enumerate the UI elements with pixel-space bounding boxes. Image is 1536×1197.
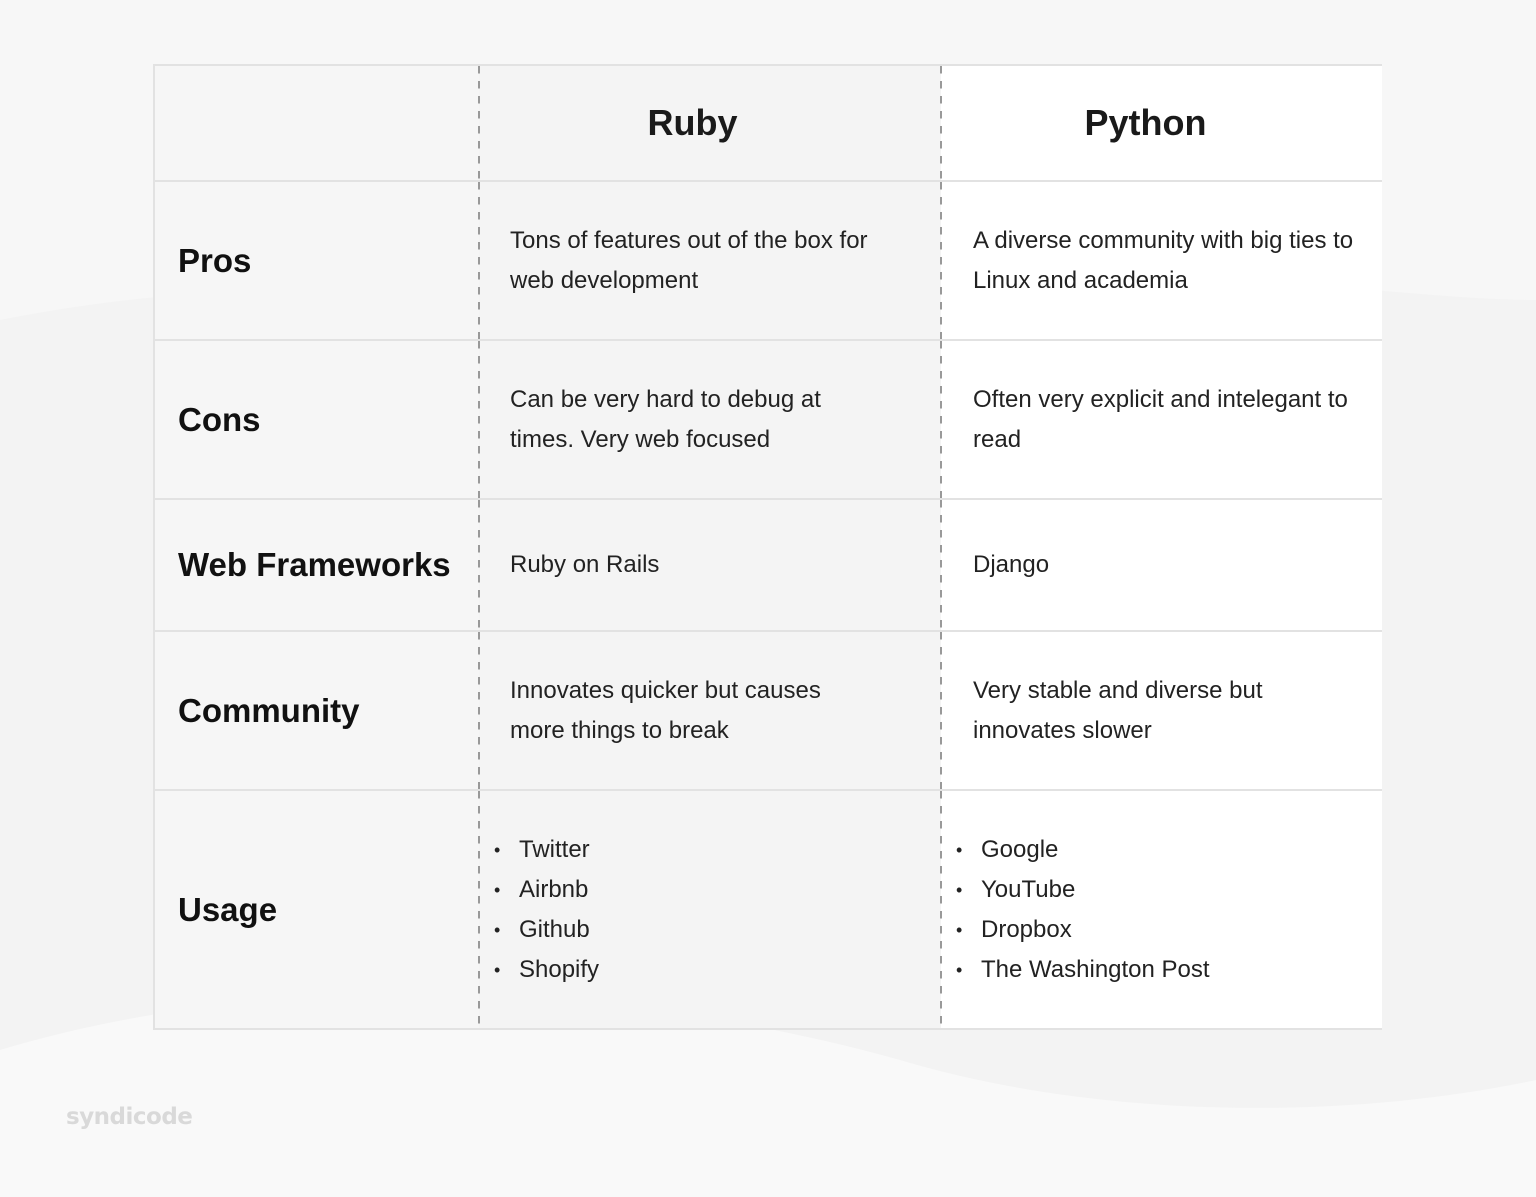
ruby-pros: Tons of features out of the box for web … — [510, 226, 868, 294]
python-usage-list: Google YouTube Dropbox The Washington Po… — [941, 830, 1210, 990]
list-item: Airbnb — [479, 870, 599, 910]
ruby-frameworks-cell: Ruby on Rails — [478, 500, 941, 632]
ruby-community-cell: Innovates quicker but causes more things… — [478, 632, 941, 791]
ruby-cons: Can be very hard to debug at times. Very… — [510, 385, 821, 453]
python-cons-cell: Often very explicit and intelegant to re… — [940, 341, 1382, 500]
ruby-community: Innovates quicker but causes more things… — [510, 676, 821, 744]
list-item: Dropbox — [941, 910, 1210, 950]
list-item: Google — [941, 830, 1210, 870]
list-item: Twitter — [479, 830, 599, 870]
row-label-cell: Web Frameworks — [155, 500, 479, 632]
list-item: Github — [479, 910, 599, 950]
ruby-pros-cell: Tons of features out of the box for web … — [478, 182, 941, 341]
column-title-ruby: Ruby — [647, 102, 738, 143]
row-label-cell: Usage — [155, 791, 479, 1028]
row-label-cell: Community — [155, 632, 479, 791]
python-pros: A diverse community with big ties to Lin… — [973, 226, 1354, 294]
python-community-cell: Very stable and diverse but innovates sl… — [940, 632, 1382, 791]
row-label-pros: Pros — [178, 241, 252, 279]
ruby-frameworks: Ruby on Rails — [510, 551, 660, 578]
ruby-cons-cell: Can be very hard to debug at times. Very… — [478, 341, 941, 500]
python-usage-cell: Google YouTube Dropbox The Washington Po… — [940, 791, 1382, 1028]
column-title-python: Python — [1084, 102, 1207, 143]
row-label-usage: Usage — [178, 890, 278, 928]
row-label-cell: Pros — [155, 182, 479, 341]
row-label-cons: Cons — [178, 400, 261, 438]
python-pros-cell: A diverse community with big ties to Lin… — [940, 182, 1382, 341]
row-label-community: Community — [178, 691, 360, 729]
list-item: YouTube — [941, 870, 1210, 910]
header-empty-cell — [155, 66, 479, 182]
ruby-usage-list: Twitter Airbnb Github Shopify — [479, 830, 599, 990]
row-label-cell: Cons — [155, 341, 479, 500]
list-item: Shopify — [479, 950, 599, 990]
comparison-table: Ruby Python Pros Tons of features out of… — [153, 64, 1382, 1030]
python-frameworks: Django — [973, 551, 1050, 578]
python-community: Very stable and diverse but innovates sl… — [973, 676, 1263, 744]
ruby-usage-cell: Twitter Airbnb Github Shopify — [478, 791, 941, 1028]
row-label-web-frameworks: Web Frameworks — [178, 546, 451, 583]
header-python: Python — [940, 66, 1382, 182]
list-item: The Washington Post — [941, 950, 1210, 990]
syndicode-logo: syndicode — [66, 1104, 193, 1130]
python-cons: Often very explicit and intelegant to re… — [973, 385, 1348, 453]
header-ruby: Ruby — [478, 66, 941, 182]
python-frameworks-cell: Django — [940, 500, 1382, 632]
